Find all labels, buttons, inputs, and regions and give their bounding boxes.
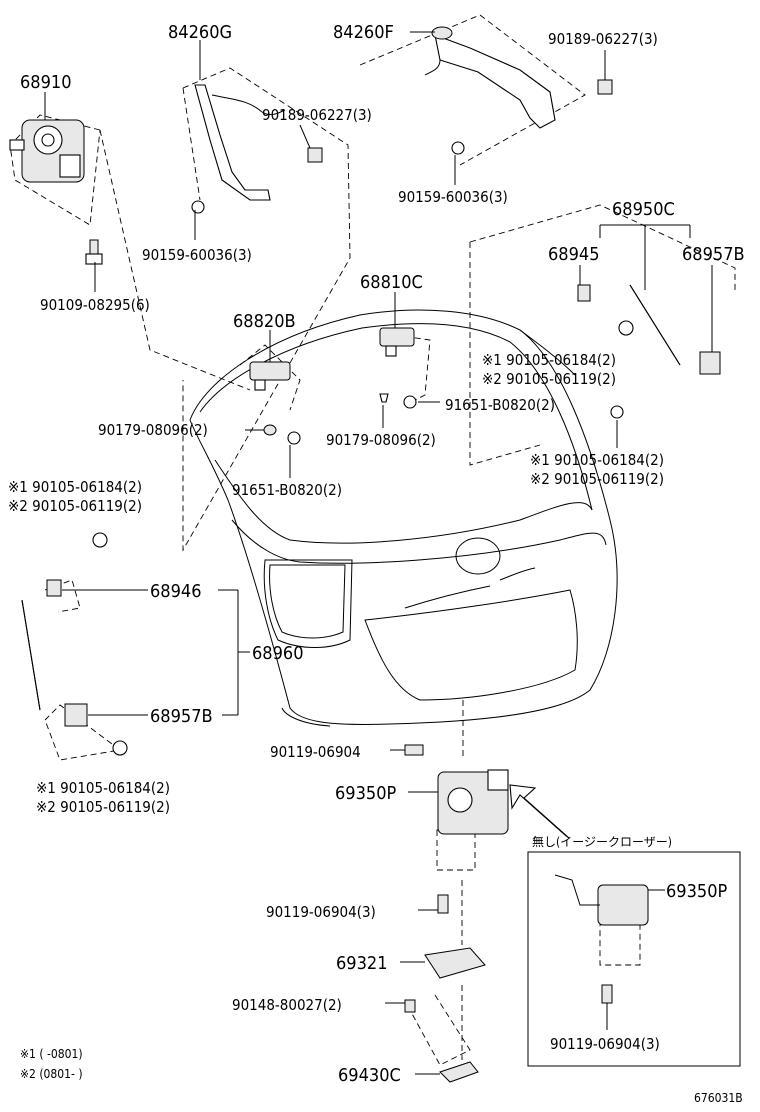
label-68910: 68910 (20, 72, 72, 93)
part-90119-bolt-a (404, 744, 424, 756)
part-68957B-bracket-right (699, 351, 721, 375)
label-91651-B0820-a: 91651-B0820(2) (445, 396, 555, 414)
part-90109-bolt (85, 239, 103, 265)
parts (9, 26, 721, 1083)
label-inset-caption: 無し(イージークローザー) (532, 834, 672, 849)
part-90105-bolt-l-lower (112, 740, 128, 756)
part-90119-bolt-inset (601, 984, 613, 1004)
inset-box (527, 851, 741, 1067)
part-90189-clip-b (597, 79, 613, 95)
part-68957B-bracket-left (64, 703, 88, 727)
label-note2-06119-l1: ※2 90105-06119(2) (8, 497, 142, 515)
label-footnote-1: ※1 ( -0801) (20, 1047, 83, 1061)
label-69350P-b: 69350P (666, 881, 728, 902)
label-note2-06119-r1: ※2 90105-06119(2) (482, 370, 616, 388)
label-84260G: 84260G (168, 22, 232, 43)
label-note2-06119-l2: ※2 90105-06119(2) (36, 798, 170, 816)
label-footnote-2: ※2 (0801- ) (20, 1067, 83, 1081)
label-90148-80027: 90148-80027(2) (232, 996, 342, 1014)
label-90189-06227-a: 90189-06227(3) (262, 106, 372, 124)
label-note1-06184-l1: ※1 90105-06184(2) (8, 478, 142, 496)
part-69350P-lock (437, 769, 509, 835)
part-91651-bolt-a (403, 395, 417, 409)
label-note1-06184-r1: ※1 90105-06184(2) (482, 351, 616, 369)
part-91651-bolt-b (287, 431, 301, 445)
part-90159-bolt-a (191, 200, 205, 214)
part-90119-bolt-c (437, 894, 449, 914)
part-69430C-handle (439, 1061, 479, 1083)
label-68957B-left: 68957B (150, 706, 213, 727)
label-note2-06119-r2: ※2 90105-06119(2) (530, 470, 664, 488)
label-68810C: 68810C (360, 272, 423, 293)
part-68960-strut-left (21, 599, 41, 711)
part-90189-clip-a (307, 147, 323, 163)
leader-lines (44, 31, 713, 1075)
label-68820B: 68820B (233, 311, 296, 332)
label-68950C: 68950C (612, 199, 675, 220)
part-90148-screw (404, 999, 416, 1013)
part-90105-bolt-r-lower (610, 405, 624, 419)
label-91651-B0820-b: 91651-B0820(2) (232, 481, 342, 499)
label-90119-06904-b: 90119-06904(3) (266, 903, 376, 921)
label-68946: 68946 (150, 581, 202, 602)
part-68910-motor (9, 119, 85, 183)
label-69321: 69321 (336, 953, 388, 974)
part-68946-bracket (46, 579, 62, 597)
part-68810C-hinge (379, 327, 415, 357)
label-90119-06904-c: 90119-06904(3) (550, 1035, 660, 1053)
label-90159-60036-a: 90159-60036(3) (142, 246, 252, 264)
label-90119-06904-a: 90119-06904 (270, 743, 361, 761)
label-84260F: 84260F (333, 22, 394, 43)
label-90159-60036-b: 90159-60036(3) (398, 188, 508, 206)
part-90105-bolt-l-upper (92, 532, 108, 548)
part-84260G-harness (194, 84, 286, 201)
label-68945: 68945 (548, 244, 600, 265)
label-90109-08295: 90109-08295(6) (40, 296, 150, 314)
label-note1-06184-l2: ※1 90105-06184(2) (36, 779, 170, 797)
label-90179-08096-a: 90179-08096(2) (98, 421, 208, 439)
part-68820B-hinge (249, 361, 291, 391)
label-68957B-right: 68957B (682, 244, 745, 265)
part-69350P-lock-inset (554, 874, 649, 926)
label-note1-06184-r2: ※1 90105-06184(2) (530, 451, 664, 469)
label-90179-08096-b: 90179-08096(2) (326, 431, 436, 449)
part-68950C-strut-right (629, 284, 681, 366)
label-69430C: 69430C (338, 1065, 401, 1086)
part-68945-bracket (577, 284, 591, 302)
label-69350P-a: 69350P (335, 783, 397, 804)
part-90179-nut-b (379, 393, 389, 403)
label-90189-06227-b: 90189-06227(3) (548, 30, 658, 48)
part-labels: 84260G 84260F 90189-06227(3) 68910 90189… (8, 22, 745, 1105)
label-drawing-number: 676031B (694, 1091, 743, 1105)
part-90105-bolt-r-upper (618, 320, 634, 336)
part-90159-bolt-b (451, 141, 465, 155)
part-69321-cover (424, 947, 486, 979)
arrow-indicator (509, 784, 570, 839)
part-90179-nut-a (263, 424, 277, 436)
label-68960: 68960 (252, 643, 304, 664)
part-84260F-harness (424, 26, 556, 129)
